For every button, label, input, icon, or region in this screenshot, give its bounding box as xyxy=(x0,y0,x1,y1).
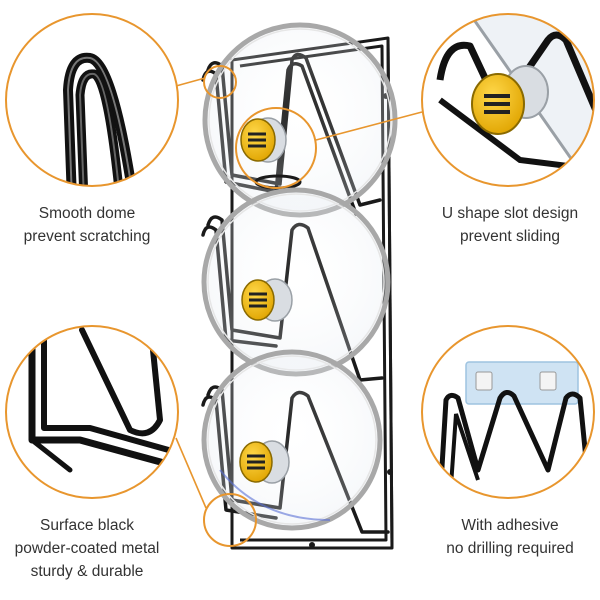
callout-lines xyxy=(175,77,423,509)
caption-line: Surface black xyxy=(40,517,134,534)
pot-lid-top xyxy=(202,22,398,218)
pot-lid-bottom xyxy=(201,349,383,531)
caption-line: powder-coated metal xyxy=(14,540,160,557)
highlight-corner xyxy=(203,493,257,547)
detail-u-shape-slot xyxy=(421,13,595,187)
caption-line: prevent scratching xyxy=(23,228,151,245)
caption-adhesive: With adhesive no drilling required xyxy=(410,514,600,560)
pot-lid-rack xyxy=(201,22,398,550)
highlight-dome xyxy=(203,65,237,99)
caption-line: no drilling required xyxy=(446,540,574,557)
highlight-slot xyxy=(235,107,317,189)
detail-powder-coated xyxy=(5,325,179,499)
detail-smooth-dome xyxy=(5,13,179,187)
caption-line: prevent sliding xyxy=(460,228,560,245)
caption-line: U shape slot design xyxy=(441,205,579,222)
caption-powder-coated: Surface black powder-coated metal sturdy… xyxy=(0,514,187,583)
caption-line: sturdy & durable xyxy=(30,563,144,580)
caption-u-shape-slot: U shape slot design prevent sliding xyxy=(410,202,600,248)
detail-adhesive xyxy=(421,325,595,499)
pot-lid-middle xyxy=(201,187,391,377)
caption-line: Smooth dome xyxy=(38,205,136,222)
caption-smooth-dome: Smooth dome prevent scratching xyxy=(0,202,187,248)
caption-line: With adhesive xyxy=(461,517,559,534)
